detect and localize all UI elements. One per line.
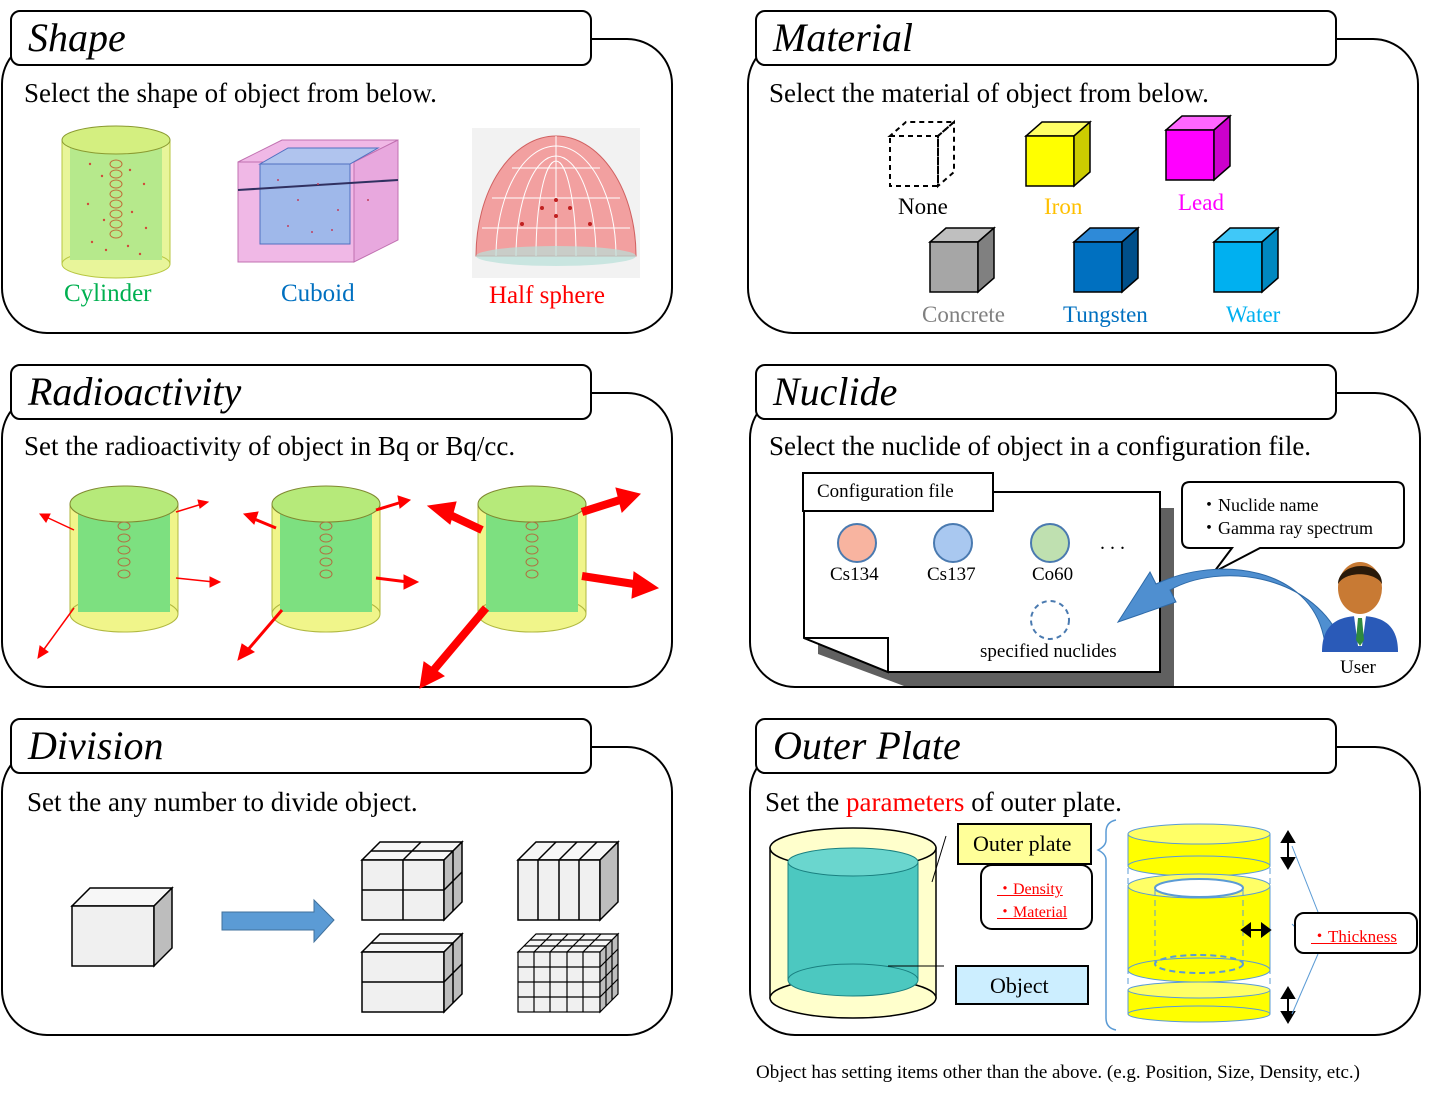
radioactivity-illustration bbox=[37, 485, 660, 689]
cuboid-image[interactable] bbox=[237, 139, 400, 268]
tungsten-cube-icon[interactable] bbox=[1072, 226, 1140, 294]
radioactivity-description: Set the radioactivity of object in Bq or… bbox=[24, 431, 516, 461]
cs137-label: Cs137 bbox=[927, 564, 976, 585]
concrete-label: Concrete bbox=[922, 302, 1006, 327]
thickness-leader-lines bbox=[1291, 845, 1319, 1015]
cylinder-image[interactable] bbox=[60, 124, 172, 280]
ellipsis: . . . bbox=[1100, 532, 1125, 554]
user-label: User bbox=[1340, 657, 1376, 678]
cs134-circle-icon[interactable] bbox=[836, 522, 878, 564]
specified-nuclide-circle-icon[interactable] bbox=[1028, 598, 1072, 642]
density-property[interactable]: ・Density bbox=[997, 881, 1063, 898]
material-title: Material bbox=[755, 10, 1337, 66]
configuration-file-tab bbox=[802, 472, 994, 512]
description-prefix: Set the bbox=[765, 787, 846, 817]
shape-title: Shape bbox=[10, 10, 592, 66]
nuclide-title: Nuclide bbox=[755, 364, 1337, 420]
division-title: Division bbox=[10, 718, 592, 774]
outer-plate-description: Set the parameters of outer plate. bbox=[765, 787, 1122, 818]
cylinder-label: Cylinder bbox=[64, 280, 152, 307]
iron-cube-icon[interactable] bbox=[1024, 120, 1092, 188]
footnote: Object has setting items other than the … bbox=[756, 1062, 1360, 1083]
thickness-box bbox=[1294, 912, 1418, 954]
co60-label: Co60 bbox=[1032, 564, 1074, 585]
specified-nuclides-label: specified nuclides bbox=[980, 641, 1117, 662]
lead-cube-icon[interactable] bbox=[1164, 114, 1232, 182]
none-label: None bbox=[898, 194, 948, 219]
material-property[interactable]: ・Material bbox=[997, 904, 1068, 921]
description-suffix: of outer plate. bbox=[964, 787, 1122, 817]
curved-arrow-icon bbox=[1116, 568, 1341, 639]
cs134-label: Cs134 bbox=[830, 564, 879, 585]
object-label: Object bbox=[990, 973, 1049, 998]
exploded-plate-illustration bbox=[1096, 819, 1297, 1031]
cuboid-label: Cuboid bbox=[281, 280, 355, 307]
configuration-file-label: Configuration file bbox=[817, 481, 954, 502]
callout-item-nuclide-name: ・Nuclide name bbox=[1200, 495, 1319, 515]
material-description: Select the material of object from below… bbox=[769, 78, 1209, 108]
concrete-cube-icon[interactable] bbox=[928, 226, 996, 294]
shape-description: Select the shape of object from below. bbox=[24, 78, 437, 108]
water-label: Water bbox=[1226, 302, 1281, 327]
callout-bubble bbox=[1181, 481, 1405, 573]
none-cube-icon[interactable] bbox=[887, 119, 957, 189]
tungsten-label: Tungsten bbox=[1063, 302, 1148, 327]
radioactivity-title: Radioactivity bbox=[10, 364, 592, 420]
outer-plate-title: Outer Plate bbox=[755, 718, 1337, 774]
callout-item-gamma-spectrum: ・Gamma ray spectrum bbox=[1200, 518, 1373, 538]
outer-plate-label: Outer plate bbox=[973, 831, 1072, 856]
iron-label: Iron bbox=[1044, 194, 1083, 219]
water-cube-icon[interactable] bbox=[1212, 226, 1280, 294]
cs137-circle-icon[interactable] bbox=[932, 522, 974, 564]
half-sphere-label: Half sphere bbox=[489, 282, 605, 309]
co60-circle-icon[interactable] bbox=[1029, 522, 1071, 564]
description-highlight: parameters bbox=[846, 787, 965, 817]
outer-plate-cylinder bbox=[769, 827, 947, 1019]
thickness-property[interactable]: ・Thickness bbox=[1311, 927, 1397, 946]
half-sphere-image[interactable] bbox=[472, 128, 640, 278]
division-description: Set the any number to divide object. bbox=[27, 787, 418, 817]
nuclide-description: Select the nuclide of object in a config… bbox=[769, 431, 1312, 461]
lead-label: Lead bbox=[1178, 190, 1224, 215]
division-illustration bbox=[70, 840, 620, 1014]
object-label-box bbox=[955, 965, 1089, 1005]
properties-box bbox=[980, 864, 1093, 930]
user-avatar-icon[interactable] bbox=[1318, 556, 1402, 656]
configuration-file-document bbox=[803, 491, 1174, 686]
